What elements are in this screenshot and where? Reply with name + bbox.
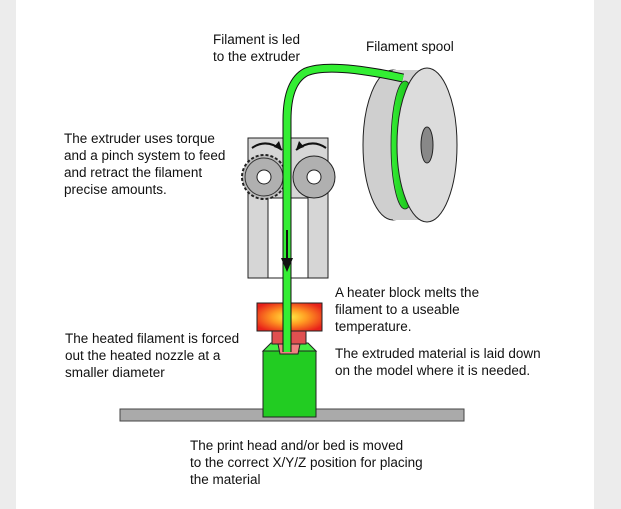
gear-rotation-arrows	[251, 141, 327, 151]
label-extruder: The extruder uses torque and a pinch sys…	[64, 131, 226, 197]
drive-gear-left	[241, 154, 287, 200]
label-extruded: The extruded material is laid down on th…	[335, 346, 541, 378]
label-filament-spool: Filament spool	[366, 39, 454, 54]
filament-spool	[362, 67, 458, 223]
extruded-model	[261, 342, 318, 418]
feed-direction-arrow	[281, 230, 293, 272]
label-filament-led: Filament is led to the extruder	[213, 32, 301, 64]
idler-gear-right	[292, 155, 336, 199]
label-print-head: The print head and/or bed is moved to th…	[190, 438, 423, 487]
filament	[282, 63, 404, 352]
label-nozzle: The heated filament is forced out the he…	[65, 331, 240, 380]
label-heater: A heater block melts the filament to a u…	[335, 285, 480, 334]
